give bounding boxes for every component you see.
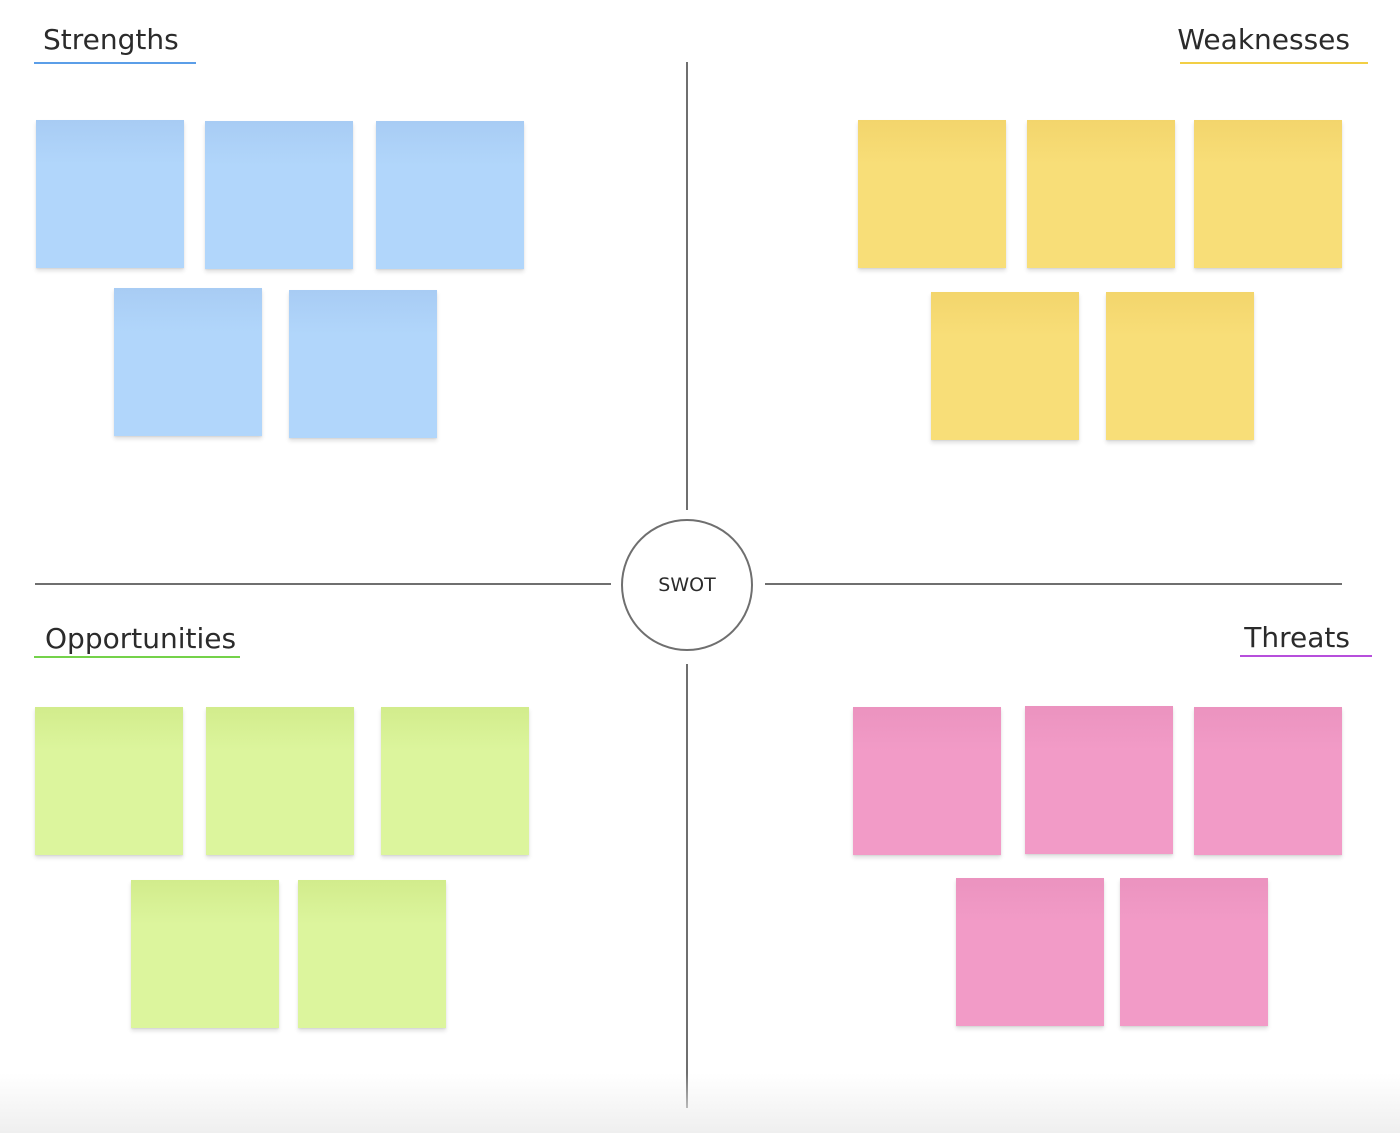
sticky-note[interactable] xyxy=(206,707,354,855)
sticky-note[interactable] xyxy=(931,292,1079,440)
sticky-note[interactable] xyxy=(1027,120,1175,268)
vertical-divider-top xyxy=(686,62,688,510)
sticky-note[interactable] xyxy=(853,707,1001,855)
sticky-note[interactable] xyxy=(1106,292,1254,440)
weaknesses-underline xyxy=(1180,62,1368,64)
sticky-note[interactable] xyxy=(131,880,279,1028)
weaknesses-title: Weaknesses xyxy=(1177,23,1350,56)
sticky-note[interactable] xyxy=(289,290,437,438)
swot-center-circle[interactable]: SWOT xyxy=(621,519,753,651)
sticky-note[interactable] xyxy=(36,120,184,268)
horizontal-divider-left xyxy=(35,583,611,585)
opportunities-title: Opportunities xyxy=(45,622,237,655)
canvas-bottom-edge xyxy=(0,1073,1400,1133)
sticky-note[interactable] xyxy=(298,880,446,1028)
strengths-underline xyxy=(34,62,196,64)
sticky-note[interactable] xyxy=(1025,706,1173,854)
threats-underline xyxy=(1240,655,1372,657)
sticky-note[interactable] xyxy=(376,121,524,269)
vertical-divider-bottom xyxy=(686,664,688,1108)
opportunities-underline xyxy=(34,656,240,658)
sticky-note[interactable] xyxy=(381,707,529,855)
sticky-note[interactable] xyxy=(114,288,262,436)
sticky-note[interactable] xyxy=(858,120,1006,268)
swot-center-label: SWOT xyxy=(658,574,716,596)
strengths-title: Strengths xyxy=(43,23,179,56)
sticky-note[interactable] xyxy=(35,707,183,855)
sticky-note[interactable] xyxy=(956,878,1104,1026)
sticky-note[interactable] xyxy=(1194,707,1342,855)
threats-title: Threats xyxy=(1244,621,1350,654)
sticky-note[interactable] xyxy=(1120,878,1268,1026)
sticky-note[interactable] xyxy=(1194,120,1342,268)
sticky-note[interactable] xyxy=(205,121,353,269)
horizontal-divider-right xyxy=(765,583,1342,585)
